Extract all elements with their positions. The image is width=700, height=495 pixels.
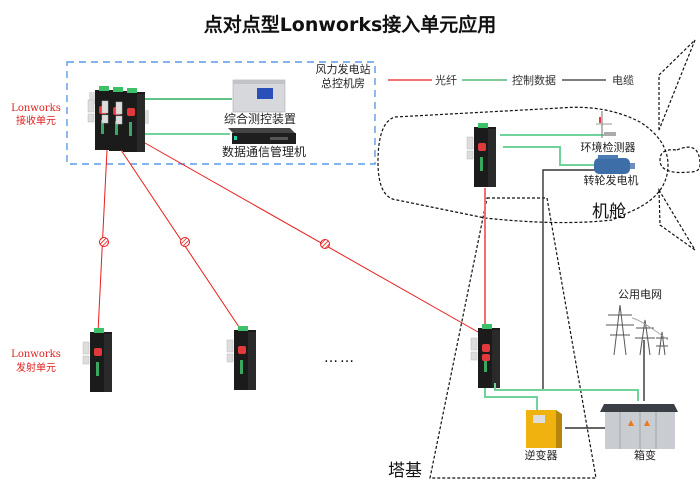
transmitter-label-line2: 发射单元 [16,361,56,374]
tower-base-label: 塔基 [388,461,422,481]
receiver-unit-group [87,85,149,153]
data-comm-manager-label: 数据通信管理机 [222,144,306,159]
fiber-marker-icon [320,239,330,249]
link-generator [503,146,598,166]
blade-top-outline [658,39,696,131]
fiber-marker-icon [99,237,109,247]
inverter-label: 逆变器 [525,448,558,462]
fiber-link-3 [144,142,479,333]
rotor-hub-outline [659,146,700,174]
link-unit-to-box-transformer [494,383,639,401]
integrated-measure-label: 综合测控装置 [224,111,296,126]
control-room-label-line1: 风力发电站 [316,62,371,76]
legend: 光纤 控制数据 电缆 [388,73,634,87]
public-grid-label: 公用电网 [618,288,662,301]
power-tower-icon [606,304,669,356]
inverter-device [526,410,562,448]
nacelle-label: 机舱 [592,202,626,222]
transmitter-unit-1 [82,327,113,393]
receiver-label-line2: 接收单元 [16,114,56,127]
nacelle-lonworks-unit [466,122,497,188]
more-units-ellipsis: …… [324,350,356,366]
blade-bottom-outline [658,187,696,251]
box-transformer-label: 箱变 [634,448,656,462]
tower-outline [429,197,597,479]
fiber-marker-icon [180,237,190,247]
legend-label-control: 控制数据 [512,73,556,87]
box-transformer-device [600,404,678,449]
link-unit-to-inverter [484,388,538,411]
generator-label: 转轮发电机 [584,173,639,187]
env-sensor-label: 环境检测器 [581,140,636,154]
env-sensor-device [596,111,616,138]
legend-label-cable: 电缆 [612,74,634,87]
transmitter-label-line1: Lonworks [11,349,61,360]
tower-lonworks-unit [470,323,501,389]
data-comm-manager-device [228,128,296,144]
generator-device [594,155,635,174]
page-title: 点对点型Lonworks接入单元应用 [204,13,497,36]
control-room-label-line2: 总控机房 [321,76,365,90]
transmitter-unit-2 [226,325,257,391]
cable-generator-to-inverter [542,169,600,390]
receiver-label-line1: Lonworks [11,103,61,114]
nacelle-outline [377,106,669,224]
integrated-measure-device [232,79,286,113]
control-room-boundary [66,61,376,165]
legend-label-fiber: 光纤 [435,73,457,87]
